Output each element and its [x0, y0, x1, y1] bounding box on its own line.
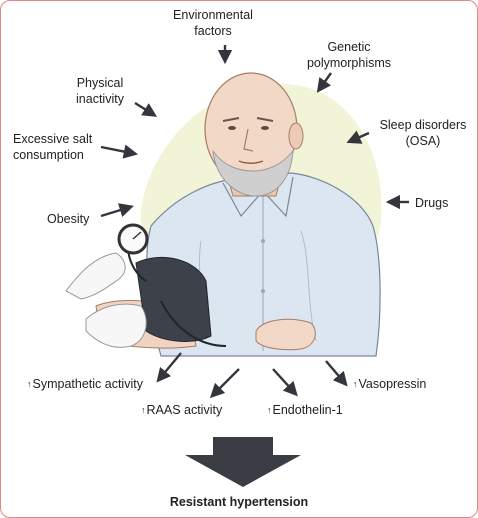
- label-sympathetic-activity: ↑Sympathetic activity: [27, 377, 143, 391]
- clinician-hand-lower: [85, 303, 147, 348]
- arrow-physical: [134, 101, 158, 117]
- up-arrow-icon: ↑: [27, 379, 32, 389]
- patient-hand: [255, 318, 316, 351]
- label-sleep-disorders: Sleep disorders(OSA): [379, 118, 467, 148]
- up-arrow-icon: ↑: [267, 405, 272, 415]
- up-arrow-icon: ↑: [141, 405, 146, 415]
- arrow-obesity: [100, 203, 134, 218]
- arrow-endothelin: [272, 368, 298, 397]
- patient-beard: [212, 149, 294, 197]
- big-down-arrow: [185, 455, 301, 487]
- arrow-sympathetic: [156, 352, 182, 383]
- bp-cuff: [135, 256, 212, 342]
- label-drugs: Drugs: [415, 196, 449, 210]
- up-arrow-icon: ↑: [353, 379, 358, 389]
- label-vasopressin: ↑Vasopressin: [353, 377, 427, 391]
- arrow-raas: [209, 368, 240, 399]
- label-raas-activity: ↑RAAS activity: [141, 403, 223, 417]
- arrow-genetic: [316, 72, 332, 93]
- clinician-hand-upper: [65, 252, 126, 300]
- arrow-vasopressin: [325, 360, 348, 387]
- arrow-sleep: [346, 130, 370, 144]
- label-obesity: Obesity: [47, 212, 90, 226]
- label-endothelin-1: ↑Endothelin-1: [267, 403, 343, 417]
- outcome-label: Resistant hypertension: [169, 495, 309, 509]
- arrow-salt: [100, 144, 139, 159]
